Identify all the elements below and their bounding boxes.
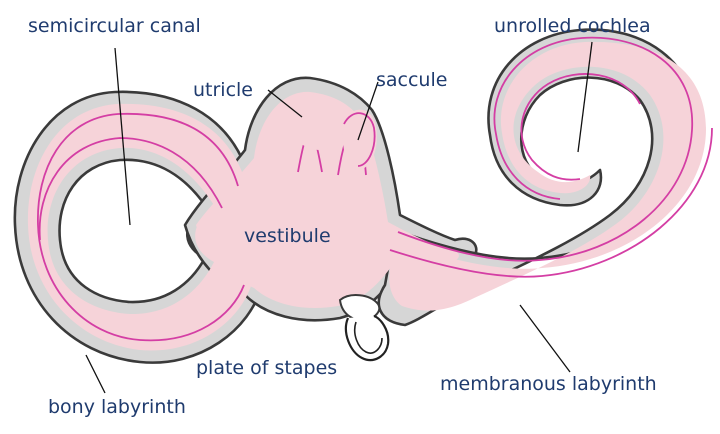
- label-utricle: utricle: [193, 79, 253, 101]
- label-plate-of-stapes: plate of stapes: [196, 357, 337, 379]
- leader-saccule: [357, 81, 379, 141]
- leader-utricle: [267, 89, 303, 118]
- label-membranous-labyrinth: membranous labyrinth: [440, 373, 657, 395]
- label-semicircular-canal: semicircular canal: [28, 15, 201, 37]
- label-unrolled-cochlea: unrolled cochlea: [494, 15, 651, 37]
- label-bony-labyrinth: bony labyrinth: [48, 396, 186, 418]
- leader-semicircular-canal: [114, 47, 131, 226]
- label-vestibule: vestibule: [244, 225, 331, 247]
- utricle-saccule-bulges: [286, 94, 377, 170]
- leader-membranous-labyrinth: [519, 304, 571, 373]
- stapes-plate: [338, 294, 390, 362]
- leader-unrolled-cochlea: [577, 41, 593, 153]
- label-saccule: saccule: [376, 69, 447, 91]
- leader-lines: [85, 41, 593, 394]
- membranous-labyrinth-shape: [27, 41, 706, 351]
- leader-bony-labyrinth: [85, 354, 106, 394]
- membranous-duct-lines: [37, 36, 713, 342]
